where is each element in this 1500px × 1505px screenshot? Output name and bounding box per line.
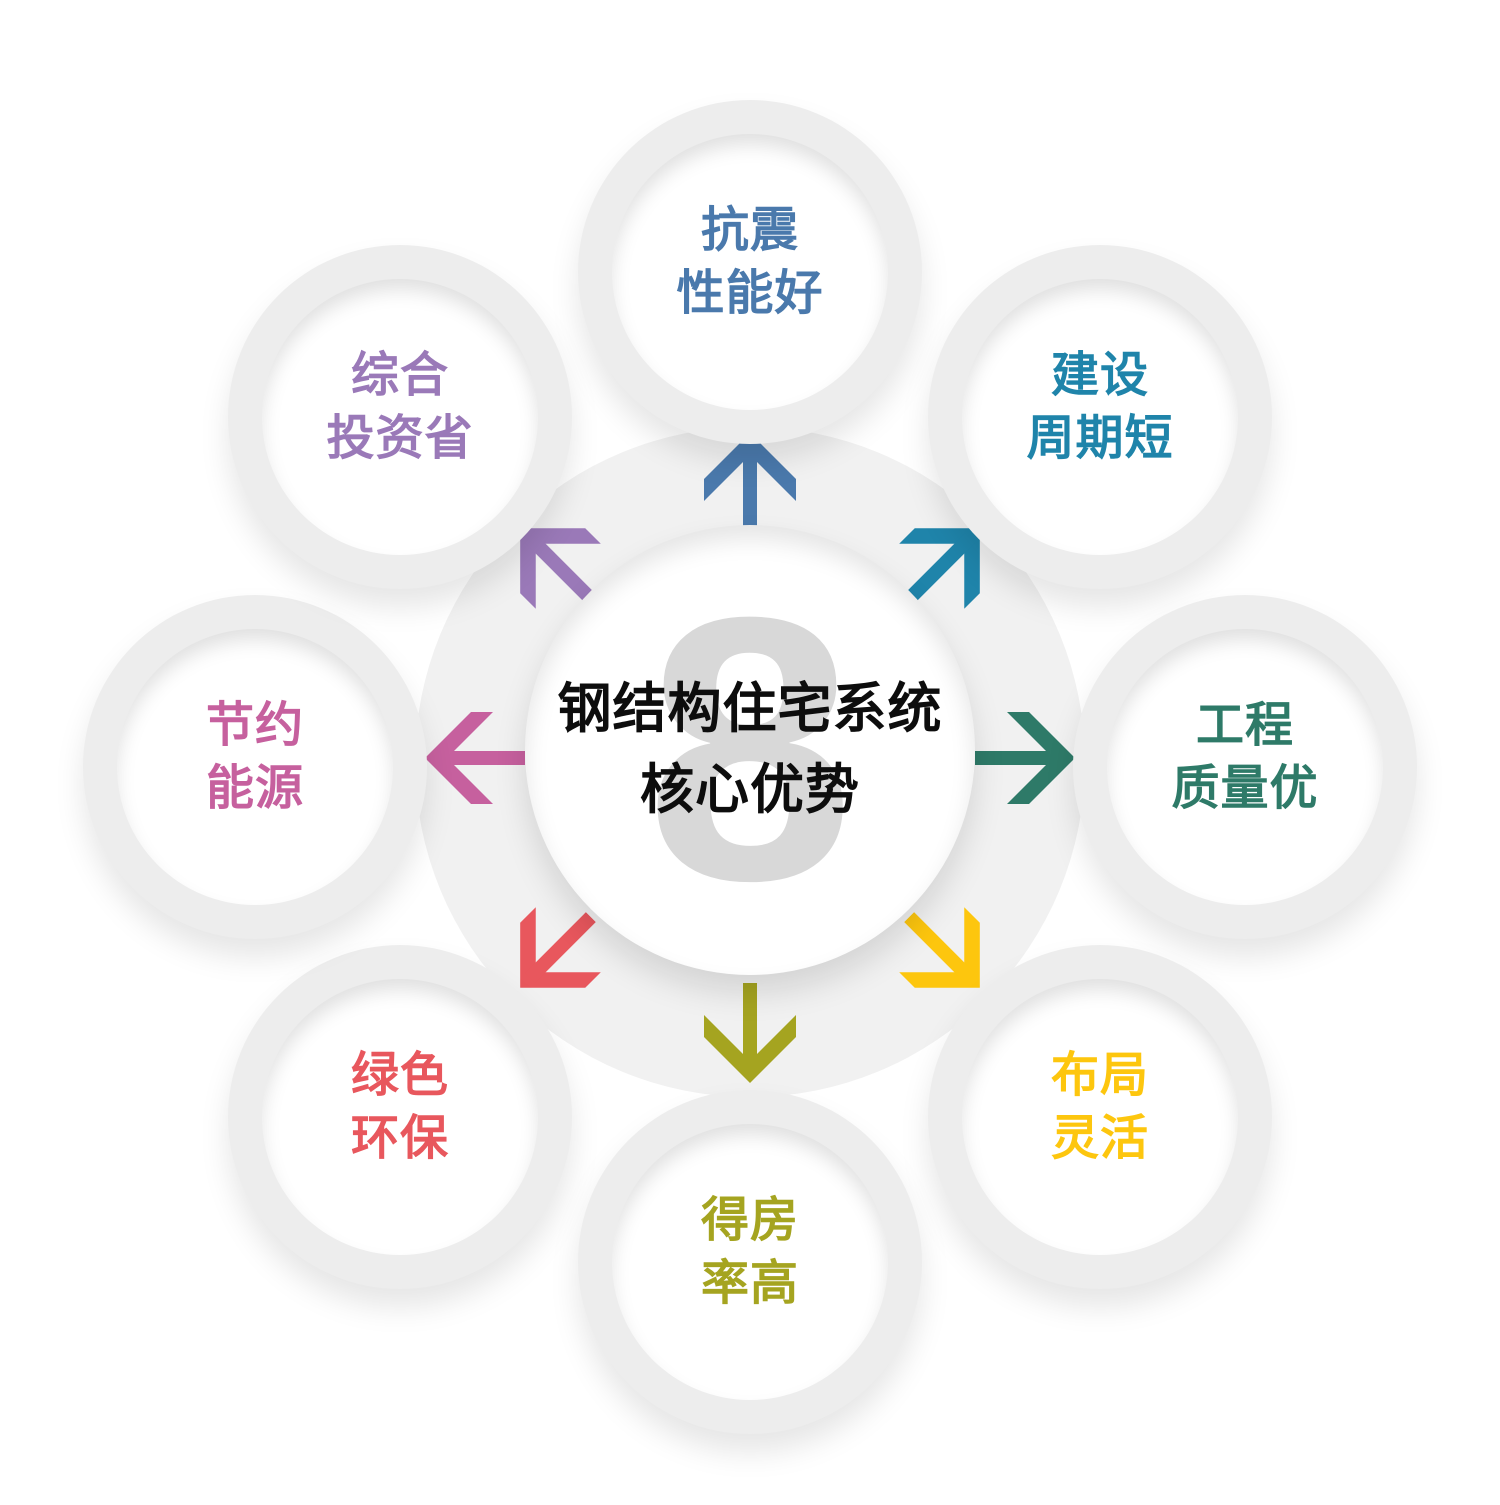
node-bottom-left-label: 绿色 环保 bbox=[351, 1044, 449, 1171]
node-top-right-label-line2: 周期短 bbox=[1026, 412, 1174, 465]
node-bottom-circle: 得房 率高 bbox=[612, 1124, 888, 1400]
node-right-label-line1: 工程 bbox=[1195, 698, 1294, 752]
node-bottom-left-circle: 绿色 环保 bbox=[262, 979, 538, 1255]
hub-title: 钢结构住宅系统 核心优势 bbox=[525, 669, 975, 831]
node-bottom-left-label-line1: 绿色 bbox=[350, 1048, 449, 1102]
node-top-left-label-line2: 投资省 bbox=[326, 412, 474, 465]
node-left-label: 节约 能源 bbox=[206, 694, 304, 821]
node-right-circle: 工程 质量优 bbox=[1107, 629, 1383, 905]
node-right: 工程 质量优 bbox=[1073, 595, 1417, 939]
node-top-right: 建设 周期短 bbox=[928, 245, 1272, 589]
arrow-right-icon bbox=[975, 708, 1075, 808]
node-bottom-right: 布局 灵活 bbox=[928, 945, 1272, 1289]
node-top-right-label: 建设 周期短 bbox=[1026, 344, 1173, 471]
node-top-label: 抗震 性能好 bbox=[676, 199, 823, 326]
node-bottom-right-label-line2: 灵活 bbox=[1050, 1112, 1149, 1165]
arrow-down-right-icon bbox=[874, 882, 1015, 1023]
node-top-label-line2: 性能好 bbox=[676, 267, 824, 320]
node-bottom-right-circle: 布局 灵活 bbox=[962, 979, 1238, 1255]
node-right-label-line2: 质量优 bbox=[1171, 762, 1319, 815]
node-top-circle: 抗震 性能好 bbox=[612, 134, 888, 410]
hub-title-line2: 核心优势 bbox=[640, 760, 860, 820]
arrow-down-left-icon bbox=[485, 882, 626, 1023]
node-top-left: 综合 投资省 bbox=[228, 245, 572, 589]
arrow-up-icon bbox=[700, 433, 800, 533]
arrow-down-icon bbox=[700, 983, 800, 1083]
hub-watermark-number: 8 bbox=[645, 540, 855, 959]
node-top: 抗震 性能好 bbox=[578, 100, 922, 444]
node-bottom-right-label: 布局 灵活 bbox=[1051, 1044, 1149, 1171]
node-right-label: 工程 质量优 bbox=[1171, 694, 1318, 821]
node-left-label-line2: 能源 bbox=[205, 762, 304, 815]
node-bottom-label-line2: 率高 bbox=[700, 1257, 799, 1310]
node-top-right-label-line1: 建设 bbox=[1050, 348, 1149, 402]
node-bottom-left-label-line2: 环保 bbox=[350, 1112, 449, 1165]
node-bottom-left: 绿色 环保 bbox=[228, 945, 572, 1289]
node-left-circle: 节约 能源 bbox=[117, 629, 393, 905]
node-bottom: 得房 率高 bbox=[578, 1090, 922, 1434]
node-bottom-right-label-line1: 布局 bbox=[1050, 1048, 1149, 1102]
node-bottom-label-line1: 得房 bbox=[700, 1193, 799, 1247]
node-left-label-line1: 节约 bbox=[205, 698, 304, 752]
node-bottom-label: 得房 率高 bbox=[701, 1189, 799, 1316]
hub-circle: 8 钢结构住宅系统 核心优势 bbox=[525, 525, 975, 975]
node-top-right-circle: 建设 周期短 bbox=[962, 279, 1238, 555]
node-left: 节约 能源 bbox=[83, 595, 427, 939]
node-top-left-label-line1: 综合 bbox=[350, 348, 449, 402]
node-top-left-circle: 综合 投资省 bbox=[262, 279, 538, 555]
node-top-label-line1: 抗震 bbox=[700, 203, 799, 257]
node-top-left-label: 综合 投资省 bbox=[326, 344, 473, 471]
hub-title-line1: 钢结构住宅系统 bbox=[557, 679, 943, 739]
arrow-up-left-icon bbox=[485, 493, 626, 634]
arrow-left-icon bbox=[425, 708, 525, 808]
arrow-up-right-icon bbox=[874, 493, 1015, 634]
